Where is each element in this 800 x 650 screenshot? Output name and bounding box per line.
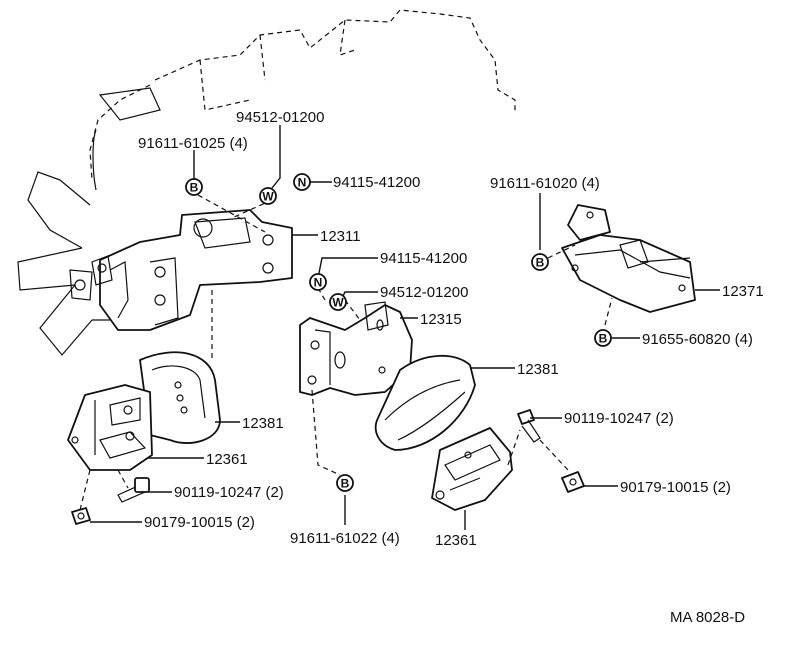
code-n-circle: N — [293, 173, 311, 191]
insulator-12381-right — [374, 354, 476, 451]
label-94512-01200-top: 94512-01200 — [236, 109, 324, 126]
label-12311: 12311 — [320, 228, 361, 245]
bolt-90119-left — [117, 477, 150, 503]
label-91611-61022: 91611-61022 (4) — [290, 530, 400, 547]
label-12361-right: 12361 — [435, 532, 477, 549]
label-12381-right: 12381 — [517, 361, 559, 378]
label-12361-left: 12361 — [206, 451, 248, 468]
bolt-90119-right — [517, 409, 541, 443]
svg-text:B: B — [599, 332, 608, 346]
mount-bracket-12361-left — [67, 384, 153, 471]
label-94115-41200-top: 94115-41200 — [333, 174, 420, 191]
svg-text:B: B — [341, 477, 350, 491]
label-90119-10247-left: 90119-10247 (2) — [174, 484, 284, 501]
label-12381-left: 12381 — [242, 415, 284, 432]
code-w-circle: W — [259, 187, 277, 205]
label-94115-41200-mid: 94115-41200 — [380, 250, 467, 267]
code-w-circle: W — [329, 293, 347, 311]
code-b-circle: B — [336, 474, 354, 492]
label-90119-10247-right: 90119-10247 (2) — [564, 410, 674, 427]
mount-bracket-12361-right — [431, 427, 513, 511]
label-94512-01200-mid: 94512-01200 — [380, 284, 468, 301]
fan-outline — [17, 171, 110, 356]
label-90179-10015-left: 90179-10015 (2) — [144, 514, 255, 531]
label-91655-60820: 91655-60820 (4) — [642, 331, 753, 348]
svg-text:W: W — [332, 296, 344, 310]
transmission-mount-12371 — [561, 204, 696, 313]
diagram-id: MA 8028-D — [670, 609, 745, 626]
engine-mount-bracket-12311 — [69, 209, 293, 331]
label-12315: 12315 — [420, 311, 462, 328]
label-90179-10015-right: 90179-10015 (2) — [620, 479, 731, 496]
leader-lines — [90, 125, 720, 530]
svg-text:N: N — [314, 276, 323, 290]
bracket-12315 — [299, 301, 413, 396]
svg-text:B: B — [190, 181, 199, 195]
label-91611-61025: 91611-61025 (4) — [138, 135, 248, 152]
label-12371: 12371 — [722, 283, 764, 300]
alignment-dashes — [79, 194, 613, 511]
svg-text:N: N — [298, 176, 307, 190]
nut-90179-right — [561, 471, 585, 493]
engine-block-outline — [89, 9, 516, 191]
code-n-circle: N — [309, 273, 327, 291]
svg-text:B: B — [536, 256, 545, 270]
label-91611-61020: 91611-61020 (4) — [490, 175, 600, 192]
svg-text:W: W — [262, 190, 274, 204]
insulator-12381-left — [139, 351, 221, 444]
code-b-circle: B — [594, 329, 612, 347]
nut-90179-left — [71, 507, 91, 525]
code-b-circle: B — [531, 253, 549, 271]
code-b-circle: B — [185, 178, 203, 196]
